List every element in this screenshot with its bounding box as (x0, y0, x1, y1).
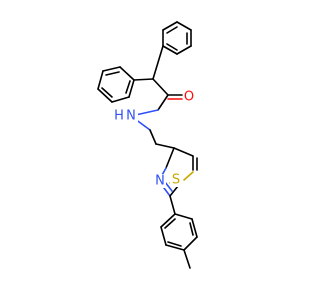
phenyl-ring-left (97, 66, 135, 103)
molecule-structure: O N H N S (97, 21, 198, 269)
atom-N2: N (154, 174, 166, 189)
atom-label-nitrogen-thiazole: N (155, 174, 165, 189)
methine-bonds (133, 45, 169, 96)
carbonyl-group (167, 94, 183, 100)
atom-S1: S (170, 173, 182, 188)
atom-label-nitrogen-amide: N (126, 109, 136, 124)
atom-label-hydrogen: H (114, 109, 124, 124)
atom-label-sulfur: S (172, 173, 180, 188)
atom-O1: O (183, 90, 195, 105)
tolyl-ring (160, 195, 198, 251)
atom-H1: H (114, 109, 126, 124)
atom-label-oxygen: O (184, 90, 194, 105)
phenyl-ring-top (162, 21, 192, 55)
atom-N1: N (126, 109, 138, 124)
methyl-group (183, 249, 191, 269)
